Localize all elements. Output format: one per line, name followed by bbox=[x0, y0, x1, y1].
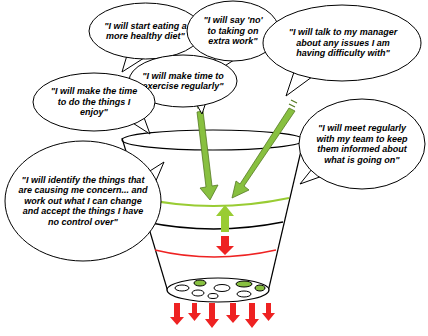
leak-arrows bbox=[170, 303, 275, 328]
speech-bubble: "I will meet regularly with my team to k… bbox=[298, 98, 426, 190]
bubble-text: "I will identify the things that are cau… bbox=[16, 175, 150, 228]
bucket-wall bbox=[268, 138, 304, 292]
hole bbox=[208, 294, 218, 299]
bubble-ellipse bbox=[5, 141, 161, 261]
red-arrow bbox=[262, 303, 275, 321]
hole bbox=[255, 285, 265, 291]
bubble-text: "I will meet regularly with my team to k… bbox=[310, 123, 414, 165]
red-arrow bbox=[226, 303, 240, 323]
speech-bubble: "I will talk to my manager about any iss… bbox=[262, 4, 422, 82]
speech-bubble: "I will start eating a more healthy diet… bbox=[88, 2, 203, 60]
speech-bubble: "I will identify the things that are cau… bbox=[4, 140, 162, 262]
hole bbox=[175, 285, 189, 291]
bubble-text: "I will say 'no' to taking on extra work… bbox=[200, 15, 266, 47]
arrow-tick bbox=[289, 100, 297, 107]
red-arrow bbox=[245, 303, 259, 328]
green-arrow bbox=[232, 108, 295, 198]
bucket-base bbox=[167, 278, 269, 302]
input-arrows bbox=[196, 100, 297, 200]
down-arrow bbox=[216, 236, 234, 255]
hole bbox=[192, 290, 204, 296]
bubble-ellipse bbox=[89, 3, 202, 59]
bubble-ellipse bbox=[299, 99, 425, 189]
bubble-ellipse bbox=[263, 5, 421, 81]
speech-bubble: "I will make the time to do the things I… bbox=[32, 72, 156, 132]
up-arrow bbox=[216, 205, 234, 232]
bubble-text: "I will make time to exercise regularly" bbox=[142, 71, 224, 92]
red-arrow bbox=[205, 303, 219, 328]
green-arrow bbox=[197, 111, 218, 200]
hole bbox=[236, 281, 252, 287]
green-level-line bbox=[139, 198, 289, 206]
bubble-text: "I will start eating a more healthy diet… bbox=[102, 21, 189, 42]
red-arrow bbox=[170, 303, 184, 325]
level-line bbox=[146, 222, 283, 229]
red-level-line bbox=[155, 250, 276, 257]
bubble-text: "I will make the time to do the things I… bbox=[46, 86, 142, 118]
bubble-text: "I will talk to my manager about any iss… bbox=[288, 27, 398, 59]
hole bbox=[194, 280, 206, 286]
bubble-ellipse bbox=[33, 73, 155, 131]
hole bbox=[214, 285, 230, 292]
red-arrow bbox=[188, 303, 201, 321]
hole bbox=[237, 291, 251, 297]
